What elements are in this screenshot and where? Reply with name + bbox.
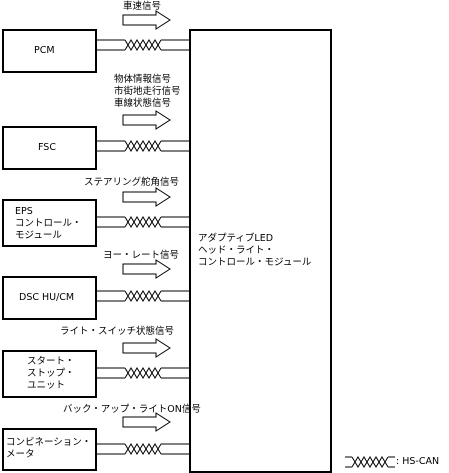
- combination-meter-signal-arrow: [122, 412, 171, 432]
- fsc-box: [2, 126, 97, 170]
- start-stop-unit-box: [2, 350, 97, 398]
- eps-signal-arrow: [122, 187, 171, 207]
- combination-meter-box: [2, 428, 97, 471]
- fsc-connection: [97, 110, 189, 152]
- hs-can-legend-label: : HS-CAN: [396, 456, 440, 467]
- backup-light-signal-label: バック・アップ・ライトON信号: [63, 404, 201, 415]
- pcm-connection: [97, 10, 189, 51]
- yaw-rate-signal-label: ヨー・レート信号: [103, 250, 180, 261]
- eps-connection: [97, 187, 189, 228]
- combination-meter-connection: [97, 412, 189, 455]
- start-stop-unit-signal-arrow: [122, 338, 171, 358]
- pcm-box: [2, 29, 97, 73]
- combination-meter-hs-can-cable: [97, 443, 189, 455]
- fsc-hs-can-cable: [97, 140, 189, 152]
- eps-label: EPS コントロール・ モジュール: [15, 206, 82, 241]
- vehicle-speed-signal-label: 車速信号: [123, 1, 162, 12]
- start-stop-unit-label: スタート・ ストップ・ ユニット: [27, 356, 75, 391]
- pcm-hs-can-cable: [97, 39, 189, 51]
- adaptive-led-headlight-module-label: アダプティブLED ヘッド・ライト・ コントロール・モジュール: [198, 233, 312, 268]
- hs-can-legend-symbol: [345, 456, 395, 468]
- adaptive-led-headlight-module-box: [189, 29, 332, 473]
- eps-box: [2, 199, 97, 247]
- dsc-label: DSC HU/CM: [19, 292, 75, 303]
- start-stop-unit-connection: [97, 338, 189, 379]
- dsc-signal-arrow: [122, 259, 171, 279]
- pcm-signal-arrow: [122, 10, 171, 30]
- start-stop-unit-hs-can-cable: [97, 367, 189, 379]
- fsc-label: FSC: [38, 142, 56, 153]
- eps-hs-can-cable: [97, 216, 189, 228]
- light-switch-signal-label: ライト・スイッチ状態信号: [60, 326, 175, 337]
- dsc-hs-can-cable: [97, 290, 189, 302]
- combination-meter-label: コンビネーション・ メータ: [6, 437, 92, 460]
- fsc-signal-arrow: [122, 110, 171, 130]
- dsc-box: [2, 276, 97, 320]
- dsc-connection: [97, 259, 189, 302]
- steering-angle-signal-label: ステアリング舵角信号: [84, 177, 180, 188]
- fsc-signals-label: 物体情報信号 市街地走行信号 車線状態信号: [114, 74, 181, 109]
- pcm-label: PCM: [34, 45, 55, 56]
